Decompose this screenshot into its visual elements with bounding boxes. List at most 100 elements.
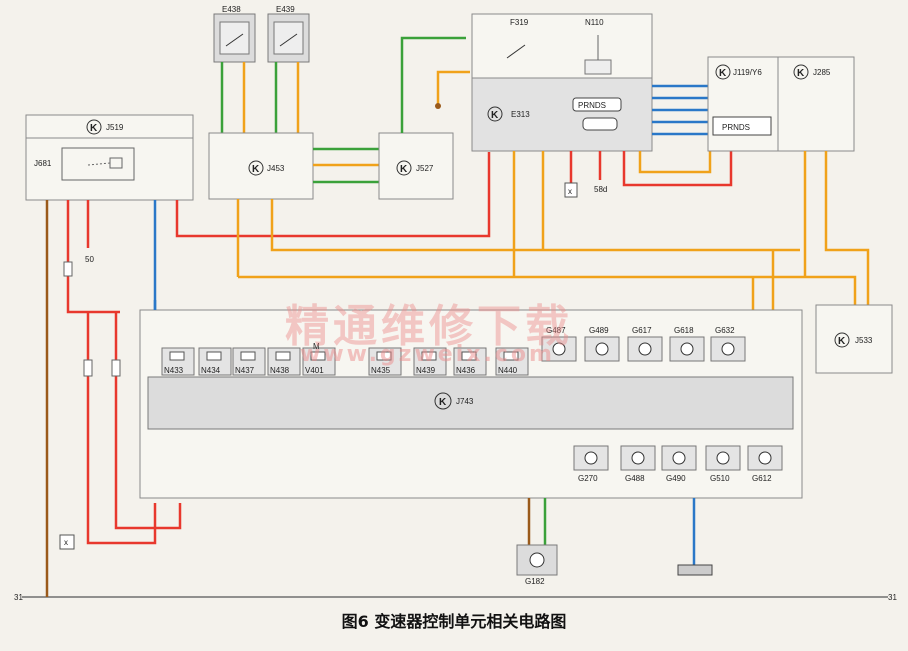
j681-relay bbox=[61, 147, 135, 181]
sensor-g489: G489 bbox=[584, 326, 620, 362]
svg-text:PRNDS: PRNDS bbox=[722, 123, 750, 132]
svg-text:G489: G489 bbox=[589, 326, 609, 335]
j119-k-icon bbox=[715, 64, 731, 80]
svg-text:PRNDS: PRNDS bbox=[578, 101, 606, 110]
svg-text:N436: N436 bbox=[456, 366, 476, 375]
sensor-g487: G487 bbox=[541, 326, 577, 362]
sensor-g270: G270 bbox=[573, 445, 609, 483]
ground-label-left: 31 bbox=[14, 593, 23, 602]
e313-k-icon bbox=[487, 106, 503, 122]
wire-orange-bus2 bbox=[238, 275, 857, 305]
svg-text:N433: N433 bbox=[164, 366, 184, 375]
solenoid-n434: N434 bbox=[198, 347, 232, 376]
j453-label: J453 bbox=[267, 164, 285, 173]
watermark-title: 精通维修下载 bbox=[285, 301, 573, 352]
svg-text:K: K bbox=[252, 164, 260, 175]
solenoid-n439: N439 bbox=[413, 347, 447, 376]
f319-label: F319 bbox=[510, 18, 529, 27]
wire-green-f319 bbox=[400, 36, 466, 133]
solenoid-n438: N438 bbox=[267, 347, 301, 376]
svg-text:K: K bbox=[90, 123, 98, 134]
j453-module bbox=[208, 132, 314, 200]
svg-text:G487: G487 bbox=[546, 326, 566, 335]
wire-red-e313 bbox=[175, 152, 491, 238]
svg-text:G510: G510 bbox=[710, 474, 730, 483]
j743-label: J743 bbox=[456, 397, 474, 406]
svg-text:G632: G632 bbox=[715, 326, 735, 335]
e313-label: E313 bbox=[511, 110, 530, 119]
j681-label: J681 bbox=[34, 159, 52, 168]
svg-text:K: K bbox=[719, 68, 727, 79]
sensor-g488: G488 bbox=[620, 445, 656, 483]
svg-text:N438: N438 bbox=[270, 366, 290, 375]
j527-module bbox=[378, 132, 454, 200]
svg-text:G270: G270 bbox=[578, 474, 598, 483]
svg-text:K: K bbox=[797, 68, 805, 79]
connector-icon bbox=[677, 564, 713, 576]
sensor-g618: G618 bbox=[669, 326, 705, 362]
solenoid-n437: N437 bbox=[232, 347, 266, 376]
svg-text:x: x bbox=[64, 538, 68, 547]
svg-text:K: K bbox=[491, 110, 499, 121]
v401-motor-mark: M bbox=[313, 342, 320, 351]
e438-label: E438 bbox=[222, 5, 241, 14]
svg-text:K: K bbox=[439, 397, 447, 408]
j527-k-icon bbox=[396, 160, 412, 176]
svg-text:N440: N440 bbox=[498, 366, 518, 375]
j285-label: J285 bbox=[813, 68, 831, 77]
j519-k-icon bbox=[86, 119, 102, 135]
j533-module bbox=[815, 304, 893, 374]
svg-text:K: K bbox=[400, 164, 408, 175]
j743-body bbox=[147, 376, 794, 430]
n110-solenoid-icon bbox=[584, 59, 612, 75]
svg-text:x: x bbox=[568, 187, 572, 196]
e313-prnds-display bbox=[572, 97, 622, 112]
sensor-g617: G617 bbox=[627, 326, 663, 362]
watermark-url: www.gzweix.com bbox=[300, 342, 555, 367]
svg-text:G617: G617 bbox=[632, 326, 652, 335]
j743-k-icon bbox=[434, 392, 452, 410]
sensor-g632: G632 bbox=[710, 326, 746, 362]
j527-label: J527 bbox=[416, 164, 434, 173]
j285-k-icon bbox=[793, 64, 809, 80]
j533-label: J533 bbox=[855, 336, 873, 345]
svg-text:G488: G488 bbox=[625, 474, 645, 483]
g182-label: G182 bbox=[525, 577, 545, 586]
solenoid-n433: N433 bbox=[161, 347, 195, 376]
solenoid-n436: N436 bbox=[453, 347, 487, 376]
svg-text:G612: G612 bbox=[752, 474, 772, 483]
j519-label: J519 bbox=[106, 123, 124, 132]
svg-text:N434: N434 bbox=[201, 366, 221, 375]
solenoids-top: N433 N434 N437 N438 V401 N435 N439 N436 N440 M bbox=[161, 342, 529, 376]
sensor-g510: G510 bbox=[705, 445, 741, 483]
n110-label: N110 bbox=[585, 18, 604, 27]
wire-orange-bus1 bbox=[270, 199, 800, 252]
j453-k-icon bbox=[248, 160, 264, 176]
j285-module bbox=[777, 56, 855, 152]
e439-label: E439 bbox=[276, 5, 295, 14]
svg-text:N435: N435 bbox=[371, 366, 391, 375]
svg-text:K: K bbox=[838, 336, 846, 347]
terminal-58d-label: 58d bbox=[594, 185, 607, 194]
solenoid-n435: N435 bbox=[368, 347, 402, 376]
svg-text:N437: N437 bbox=[235, 366, 255, 375]
sensor-g490: G490 bbox=[661, 445, 697, 483]
figure-caption: 图6 变速器控制单元相关电路图 bbox=[341, 612, 567, 631]
svg-text:G618: G618 bbox=[674, 326, 694, 335]
f319-switch-icon bbox=[506, 44, 526, 59]
terminal-50-label: 50 bbox=[85, 255, 94, 264]
terminal-x-box bbox=[59, 534, 75, 550]
sensor-g612: G612 bbox=[747, 445, 783, 483]
solenoid-v401: V401 bbox=[302, 347, 336, 376]
fuse-icon bbox=[63, 261, 73, 277]
sensors-top: G487 G489 G617 G618 G632 bbox=[541, 326, 746, 362]
solenoid-n440: N440 bbox=[495, 347, 529, 376]
svg-text:V401: V401 bbox=[305, 366, 324, 375]
j533-k-icon bbox=[834, 332, 850, 348]
relay-coil-icon bbox=[109, 157, 123, 169]
j119-label: J119/Y6 bbox=[733, 68, 762, 77]
svg-text:N439: N439 bbox=[416, 366, 436, 375]
ground-label-right: 31 bbox=[888, 593, 897, 602]
